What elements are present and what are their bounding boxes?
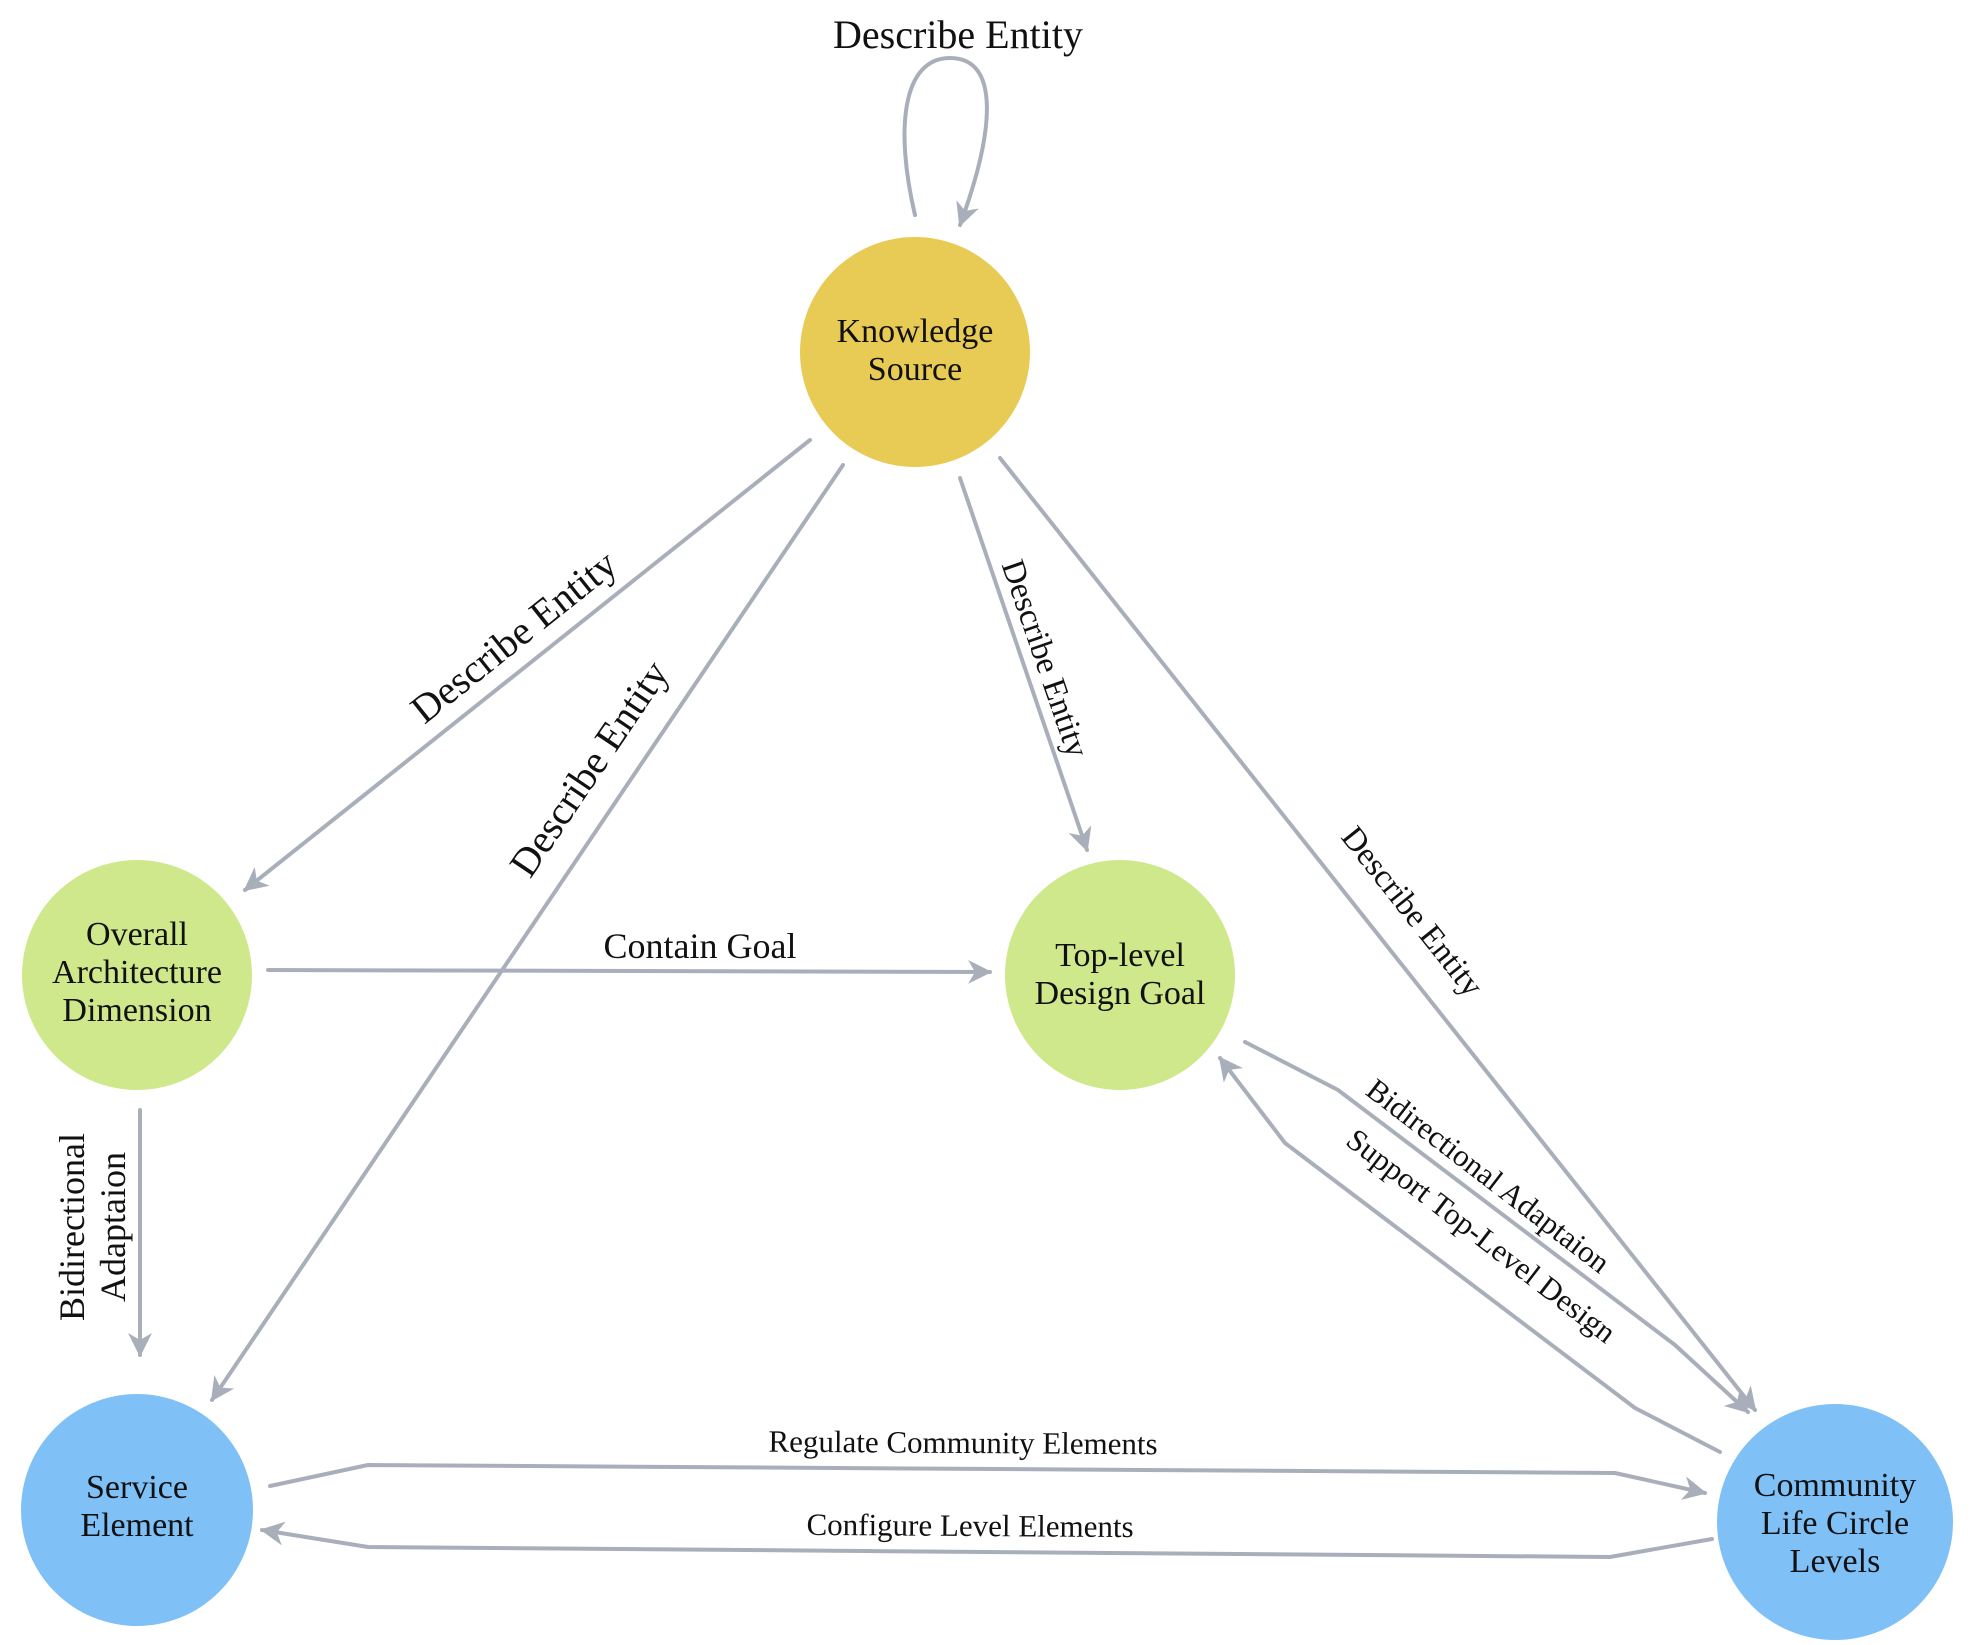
edge-ks-to-tdg xyxy=(958,476,1092,852)
node-label-line: Architecture xyxy=(52,954,222,991)
node-label-line: Overall xyxy=(86,916,188,953)
node-label-line: Levels xyxy=(1790,1543,1881,1580)
edge-ks-to-oad xyxy=(243,438,812,892)
node-circle-knowledge-source xyxy=(800,237,1030,467)
node-circle-service-element xyxy=(21,1394,253,1626)
node-top-level-design-goal[interactable]: Top-level Design Goal xyxy=(1005,860,1235,1090)
node-label-line: Life Circle xyxy=(1761,1505,1909,1542)
node-circle-community-life-circle-levels xyxy=(1717,1404,1953,1640)
edges xyxy=(128,56,1757,1559)
node-service-element[interactable]: Service Element xyxy=(21,1394,253,1626)
edge-tdg-to-clcl xyxy=(1243,1040,1750,1414)
node-community-life-circle-levels[interactable]: Community Life Circle Levels xyxy=(1717,1404,1953,1640)
edge-label-ks-to-oad: Describe Entity xyxy=(402,541,625,732)
node-label-line: Design Goal xyxy=(1035,975,1206,1012)
node-label-line: Service xyxy=(86,1469,188,1506)
node-knowledge-source[interactable]: Knowledge Source xyxy=(800,237,1030,467)
edge-se-to-clcl xyxy=(268,1463,1707,1500)
edge-clcl-to-tdg xyxy=(1218,1056,1722,1454)
edge-self-loop xyxy=(902,56,989,227)
node-label-line: Element xyxy=(80,1507,194,1544)
edge-label-se-to-clcl: Regulate Community Elements xyxy=(768,1424,1157,1462)
node-label-line: Top-level xyxy=(1055,937,1185,974)
edge-label-oad-to-se-line1: Bidirectional xyxy=(52,1133,92,1321)
node-circle-top-level-design-goal xyxy=(1005,860,1235,1090)
edge-ks-to-clcl xyxy=(998,456,1757,1412)
edge-oad-to-tdg xyxy=(266,959,992,984)
node-circle-overall-architecture-dimension xyxy=(22,860,252,1090)
edge-label-self-loop: Describe Entity xyxy=(833,12,1083,57)
edge-label-clcl-to-se: Configure Level Elements xyxy=(806,1507,1133,1544)
node-label-line: Community xyxy=(1754,1467,1916,1504)
edge-labels: Describe Entity Describe Entity Describe… xyxy=(52,12,1623,1544)
edge-ks-to-se xyxy=(210,463,845,1402)
edge-label-ks-to-se: Describe Entity xyxy=(500,652,677,884)
node-label-line: Dimension xyxy=(62,992,211,1029)
edge-label-oad-to-tdg: Contain Goal xyxy=(604,926,797,966)
edge-clcl-to-se xyxy=(260,1521,1714,1559)
edge-label-oad-to-se-line2: Adaptaion xyxy=(93,1152,133,1302)
node-overall-architecture-dimension[interactable]: Overall Architecture Dimension xyxy=(22,860,252,1090)
node-label-line: Source xyxy=(868,351,962,388)
node-label-line: Knowledge xyxy=(837,313,994,350)
